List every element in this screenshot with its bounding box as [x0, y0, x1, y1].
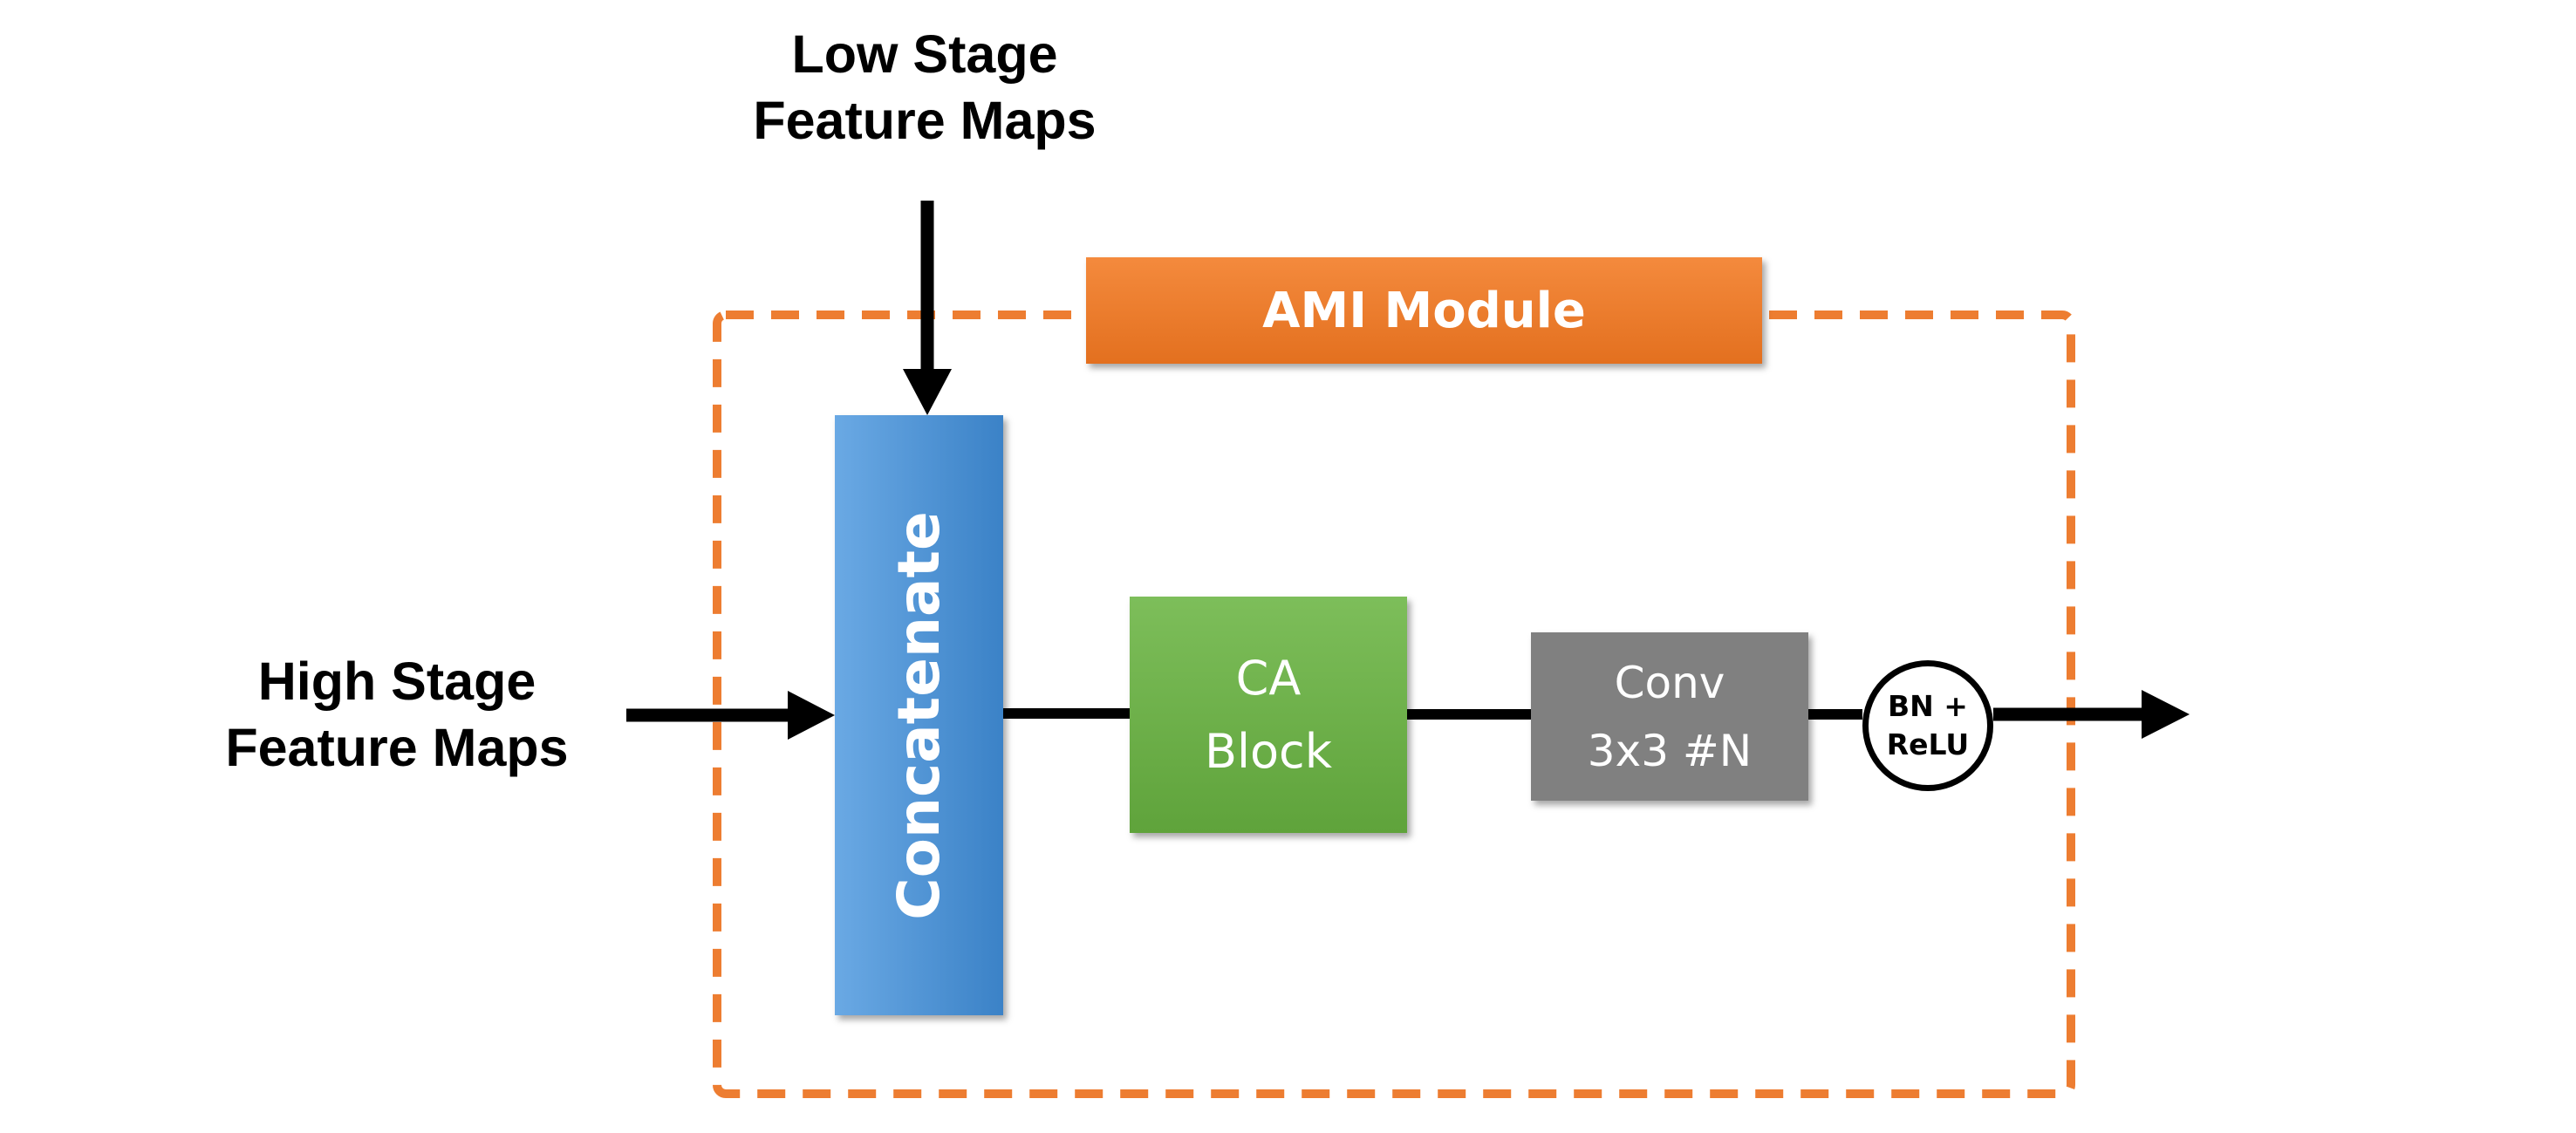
ca-block-label-line1: CA: [1235, 650, 1302, 706]
conv-block-label-line2: 3x3 #N: [1587, 725, 1753, 776]
high-stage-label-line2: Feature Maps: [225, 718, 569, 777]
low-stage-arrowhead: [903, 369, 952, 415]
output-arrowhead: [2142, 690, 2190, 739]
bn-relu-label-line2: ReLU: [1886, 727, 1970, 761]
high-stage-arrowhead: [788, 691, 835, 740]
ami-module-title-bar: AMI Module: [1086, 257, 1762, 364]
bn-relu-node: BN + ReLU: [1862, 660, 1993, 791]
ami-module-title: AMI Module: [1262, 282, 1586, 339]
ca-block-label-line2: Block: [1204, 723, 1333, 779]
high-stage-label: High Stage Feature Maps: [183, 648, 611, 781]
low-stage-label-line1: Low Stage: [791, 24, 1058, 84]
concatenate-block: Concatenate: [835, 415, 1003, 1015]
low-stage-label: Low Stage Feature Maps: [715, 21, 1134, 154]
ca-block: CA Block: [1130, 597, 1407, 833]
bn-relu-label-line1: BN +: [1888, 689, 1968, 723]
high-stage-label-line1: High Stage: [257, 652, 536, 711]
low-stage-label-line2: Feature Maps: [753, 91, 1097, 150]
conv-block-label-line1: Conv: [1614, 657, 1725, 708]
concatenate-label: Concatenate: [885, 510, 953, 920]
ami-module-border: [713, 311, 2075, 1098]
conv-block: Conv 3x3 #N: [1531, 632, 1808, 801]
